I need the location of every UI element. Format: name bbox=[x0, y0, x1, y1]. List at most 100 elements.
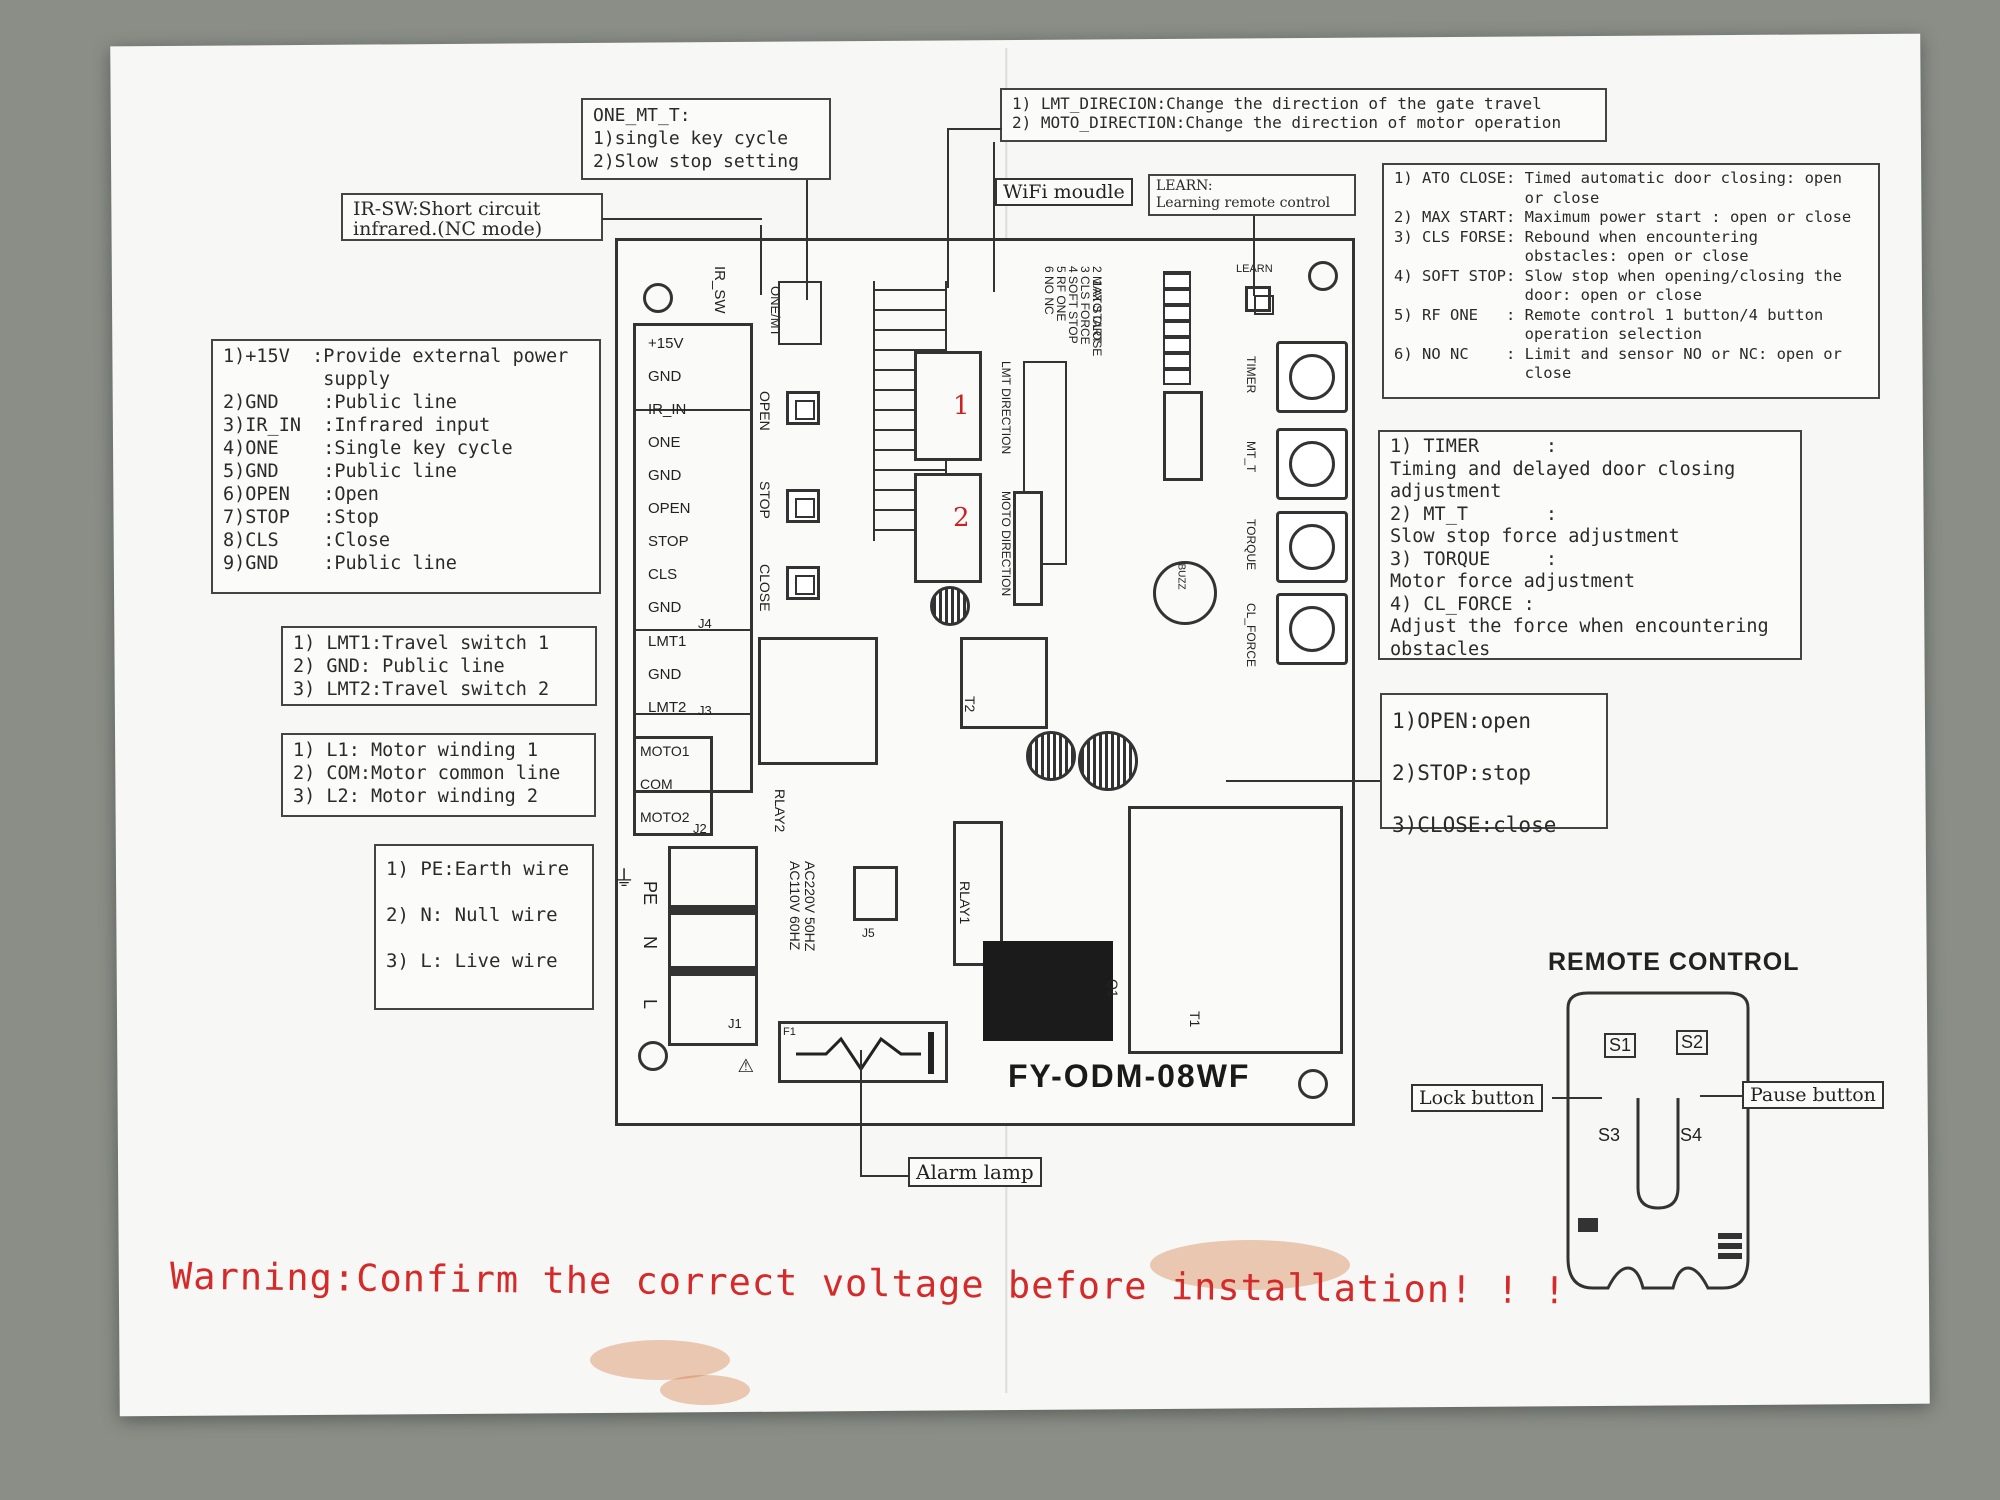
leader-line bbox=[1700, 1095, 1742, 1097]
remote-s1-button: S1 bbox=[1604, 1033, 1637, 1058]
relay2-label: RLAY2 bbox=[772, 789, 788, 833]
pot-item: 1) TIMER : bbox=[1390, 436, 1558, 457]
terminal-item: 5)GND :Public line bbox=[223, 461, 457, 482]
alarm-lamp-label: Alarm lamp bbox=[908, 1157, 1042, 1187]
pot-item: obstacles bbox=[1390, 638, 1491, 660]
lamp-terminal-j5 bbox=[853, 866, 898, 921]
dip-label: 6 NO NC bbox=[1042, 266, 1056, 315]
power-box: 1) PE:Earth wire 2) N: Null wire 3) L: L… bbox=[374, 844, 594, 1010]
divider bbox=[633, 713, 753, 715]
terminal-label: GND bbox=[648, 368, 682, 385]
terminal-label: CLS bbox=[648, 566, 678, 583]
dip-label: 5 RF ONE bbox=[1054, 266, 1068, 322]
warning-triangle-icon: ⚠ bbox=[738, 1049, 754, 1079]
leader-line bbox=[760, 225, 762, 295]
dip-item: operation selection bbox=[1394, 325, 1702, 343]
ir-sw-box: IR-SW:Short circuit infrared.(NC mode) bbox=[341, 193, 603, 241]
ac110-label: AC110V 60HZ bbox=[787, 861, 803, 951]
mount-hole bbox=[1308, 261, 1338, 291]
leader-line bbox=[602, 218, 762, 220]
moto-direction-label: MOTO DIRECTION bbox=[999, 491, 1013, 597]
one-mt-t-box: ONE_MT_T: 1)single key cycle 2)Slow stop… bbox=[581, 98, 831, 180]
fuse-f1 bbox=[778, 1021, 948, 1083]
pot-item: Adjust the force when encountering bbox=[1390, 616, 1769, 637]
pot-item: 3) TORQUE : bbox=[1390, 548, 1558, 570]
dip-item: or close bbox=[1394, 188, 1600, 207]
switch-number: 2 bbox=[953, 503, 970, 533]
mt-t-pot bbox=[1276, 428, 1348, 500]
connector-label: J2 bbox=[693, 821, 707, 836]
lock-button-label: Lock button bbox=[1411, 1084, 1543, 1112]
transformer-t1 bbox=[1128, 806, 1343, 1054]
ic-chip bbox=[1013, 491, 1043, 606]
q1-label: Q1 bbox=[1105, 979, 1121, 998]
connector-label: J1 bbox=[728, 1016, 742, 1031]
remote-control-title: REMOTE CONTROL bbox=[1548, 948, 1800, 976]
dip-item: 5) RF ONE : Remote control 1 button/4 bu… bbox=[1394, 305, 1824, 324]
terminal-label: COM bbox=[640, 776, 673, 792]
divider bbox=[668, 966, 758, 976]
terminal-label: STOP bbox=[648, 533, 689, 550]
triac-q1 bbox=[983, 941, 1113, 1041]
ir-sw-line: IR-SW:Short circuit bbox=[353, 198, 541, 220]
remote-s2-button: S2 bbox=[1676, 1030, 1709, 1055]
potentiometer-box: 1) TIMER : Timing and delayed door closi… bbox=[1378, 430, 1802, 660]
cl-force-label: CL_FORCE bbox=[1244, 603, 1258, 668]
mt-t-label: MT_T bbox=[1244, 441, 1258, 473]
rust-stain bbox=[590, 1340, 730, 1380]
terminal-item: 9)GND :Public line bbox=[223, 553, 457, 574]
model-number: FY-ODM-08WF bbox=[1008, 1058, 1251, 1094]
terminal-label: +15V bbox=[648, 335, 684, 352]
power-item: 2) N: Null wire bbox=[386, 904, 558, 926]
dip-item: 6) NO NC : Limit and sensor NO or NC: op… bbox=[1394, 344, 1842, 363]
terminal-item: 2)GND :Public line bbox=[223, 392, 457, 413]
button-item: 2)STOP:stop bbox=[1392, 761, 1532, 785]
relay1-label: RLAY1 bbox=[957, 881, 973, 925]
power-item: 1) PE:Earth wire bbox=[386, 858, 570, 880]
leader-line bbox=[993, 142, 995, 292]
direction-item: 1) LMT_DIRECION:Change the direction of … bbox=[1012, 94, 1542, 113]
pot-item: Slow stop force adjustment bbox=[1390, 526, 1680, 547]
dip-item: 1) ATO CLOSE: Timed automatic door closi… bbox=[1394, 169, 1842, 187]
earth-icon: ⏚ bbox=[613, 867, 636, 892]
terminal-label: GND bbox=[648, 599, 682, 616]
open-switch bbox=[786, 391, 820, 425]
ir-sw-label: IR_SW bbox=[711, 266, 728, 314]
terminal-item: 1)+15V :Provide external power bbox=[223, 346, 569, 367]
terminal-item: 7)STOP :Stop bbox=[223, 507, 379, 528]
connector-label: J3 bbox=[698, 703, 712, 718]
moto-direction-switch bbox=[914, 473, 982, 583]
ir-switch bbox=[778, 281, 822, 345]
connector-label: J5 bbox=[862, 926, 875, 940]
l-label: L bbox=[640, 999, 660, 1010]
leader-line bbox=[1253, 216, 1255, 296]
leader-line bbox=[860, 1175, 910, 1177]
dip-item: obstacles: open or close bbox=[1394, 247, 1749, 265]
mount-hole bbox=[643, 283, 673, 313]
wifi-header bbox=[1023, 361, 1067, 565]
pot-item: adjustment bbox=[1390, 481, 1502, 502]
terminal-item: 4)ONE :Single key cycle bbox=[223, 438, 513, 459]
lmt-direction-label: LMT DIRECTION bbox=[999, 361, 1013, 455]
ir-sw-line: infrared.(NC mode) bbox=[353, 218, 543, 240]
terminal-item: supply bbox=[223, 369, 391, 390]
timer-label: TIMER bbox=[1244, 356, 1258, 394]
lmt-direction-switch bbox=[914, 351, 982, 461]
cl-force-pot bbox=[1276, 593, 1348, 665]
pot-item: 4) CL_FORCE : bbox=[1390, 593, 1535, 615]
torque-pot bbox=[1276, 511, 1348, 583]
transformer-t2 bbox=[960, 637, 1048, 729]
ic-u1 bbox=[1163, 391, 1203, 481]
learn-title: LEARN: bbox=[1156, 178, 1213, 194]
learn-box: LEARN: Learning remote control bbox=[1148, 174, 1356, 216]
capacitor bbox=[1078, 731, 1138, 791]
remote-s4-button: S4 bbox=[1680, 1125, 1703, 1145]
terminal-label: OPEN bbox=[648, 500, 691, 517]
remote-s3-button: S3 bbox=[1598, 1125, 1621, 1145]
pot-item: Timing and delayed door closing bbox=[1390, 458, 1736, 480]
terminal-label: ONE bbox=[648, 434, 681, 451]
leader-line bbox=[1552, 1097, 1602, 1099]
divider bbox=[668, 905, 758, 915]
motor-terminal bbox=[633, 736, 713, 836]
one-mt-t-item: 1)single key cycle bbox=[593, 128, 789, 149]
